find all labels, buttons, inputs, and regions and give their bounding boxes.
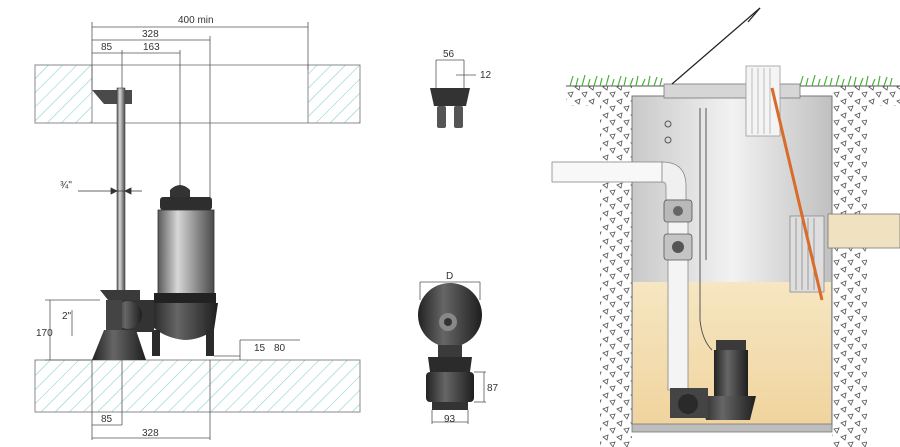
top-dimension-lines — [91, 22, 309, 200]
dim-56: 56 — [443, 49, 455, 60]
dim-400-min: 400 min — [178, 15, 214, 26]
dim-85-top: 85 — [101, 42, 113, 53]
tank-floor — [631, 423, 833, 433]
float-switch-b — [664, 136, 672, 144]
lid-opener — [671, 7, 761, 85]
submersible-pump — [114, 185, 218, 356]
dim-85-bottom: 85 — [101, 414, 113, 425]
base-coupling-foot — [92, 290, 146, 360]
top-slab — [34, 64, 361, 124]
bottom-dimension-lines — [91, 360, 211, 440]
inlet-strainer — [789, 215, 825, 293]
power-cable — [699, 108, 713, 351]
floor-slab — [34, 359, 361, 413]
check-valve — [663, 233, 693, 261]
dim-80: 80 — [274, 343, 286, 354]
plug-detail: 56 12 — [430, 49, 492, 128]
dim-328-top: 328 — [142, 29, 159, 40]
pit-pump — [670, 340, 756, 420]
lifting-chain — [770, 87, 824, 301]
floor-gap-dimension-lines — [214, 339, 300, 360]
float-switch-a — [664, 120, 672, 128]
left-elevation-view: 400 min 328 85 163 ¾" — [34, 15, 361, 440]
dim-163: 163 — [143, 42, 160, 53]
pipe-diameter-dimension — [78, 187, 142, 195]
sump-pit-section — [551, 7, 900, 447]
dim-D: D — [446, 271, 453, 282]
dim-two-inch: 2" — [62, 311, 72, 322]
dim-three-quarter-inch: ¾" — [60, 180, 72, 191]
dim-15: 15 — [254, 343, 266, 354]
gate-valve — [663, 199, 693, 223]
vent-grille — [745, 65, 781, 137]
dim-87: 87 — [487, 383, 499, 394]
dim-12: 12 — [480, 70, 492, 81]
dim-170: 170 — [36, 328, 53, 339]
pump-plan-view: D 93 87 — [418, 271, 499, 425]
soil-left — [600, 86, 632, 447]
grass — [569, 74, 893, 87]
left-side-dimension-lines — [45, 299, 100, 361]
inlet-pipe — [827, 213, 900, 249]
dim-328-bottom: 328 — [142, 428, 159, 439]
guide-pipe — [116, 87, 126, 311]
soil-right — [832, 86, 867, 447]
dim-93: 93 — [444, 414, 456, 425]
